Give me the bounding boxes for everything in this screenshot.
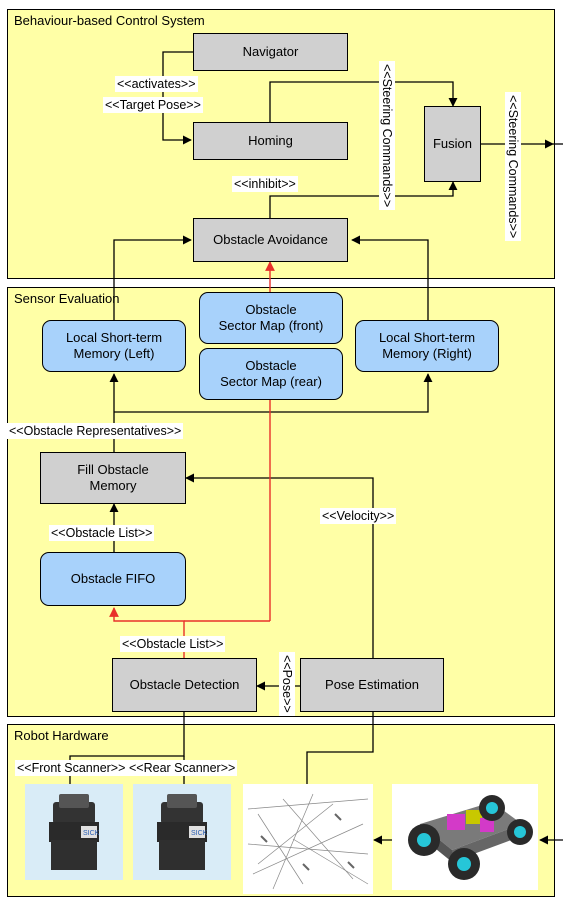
rear-scanner-image: SICK <box>133 784 231 880</box>
label-steering-commands-1: <<Steering Commands>> <box>379 61 395 211</box>
front-scanner-brand: SICK <box>83 830 100 837</box>
label-pose: <<Pose>> <box>279 652 295 716</box>
homing-box: Homing <box>193 122 348 160</box>
laser-scanner-icon: SICK <box>157 794 208 870</box>
label-rear-scanner: <<Rear Scanner>> <box>127 760 238 776</box>
rear-scanner-brand: SICK <box>191 830 208 837</box>
edge-avoidance-fusion <box>269 181 458 218</box>
robot-vehicle-icon <box>408 795 533 880</box>
label-velocity: <<Velocity>> <box>320 508 397 524</box>
label-front-scanner: <<Front Scanner>> <box>15 760 128 776</box>
odometry-sketch-image <box>243 784 373 894</box>
label-inhibit: <<inhibit>> <box>232 176 298 192</box>
obstacle-avoidance-box: Obstacle Avoidance <box>193 218 348 262</box>
laser-scanner-icon: SICK <box>49 794 100 870</box>
label-activates: <<activates>> <box>115 76 198 92</box>
front-scanner-image: SICK <box>25 784 123 880</box>
edge-navigator-homing <box>162 51 193 145</box>
sensor-panel-title: Sensor Evaluation <box>14 291 120 306</box>
sector-front-box: Obstacle Sector Map (front) <box>199 292 343 344</box>
edge-odometry-pose <box>306 712 374 784</box>
lstm-left-box: Local Short-term Memory (Left) <box>42 320 186 372</box>
trajectory-sketch-icon <box>247 793 369 890</box>
edge-lstm-left-avoidance <box>113 235 192 320</box>
fill-memory-box: Fill Obstacle Memory <box>40 452 186 504</box>
label-obstacle-representatives: <<Obstacle Representatives>> <box>7 423 184 439</box>
pose-estimation-box: Pose Estimation <box>300 658 444 712</box>
behaviour-panel-title: Behaviour-based Control System <box>14 13 205 28</box>
fifo-box: Obstacle FIFO <box>40 552 186 606</box>
edge-homing-fusion <box>269 81 458 122</box>
obstacle-detection-box: Obstacle Detection <box>112 658 257 712</box>
sector-rear-box: Obstacle Sector Map (rear) <box>199 348 343 400</box>
robot-vehicle-image <box>392 784 538 890</box>
edge-lstm-right-avoidance <box>351 235 429 320</box>
fusion-box: Fusion <box>424 106 481 182</box>
hardware-panel-title: Robot Hardware <box>14 728 109 743</box>
navigator-box: Navigator <box>193 33 348 71</box>
label-obstacle-list-2: <<Obstacle List>> <box>120 636 226 652</box>
label-steering-commands-2: <<Steering Commands>> <box>505 92 521 242</box>
lstm-right-box: Local Short-term Memory (Right) <box>355 320 499 372</box>
edge-pose-fill-memory <box>185 473 374 658</box>
label-obstacle-list-1: <<Obstacle List>> <box>49 525 155 541</box>
label-target-pose: <<Target Pose>> <box>103 97 203 113</box>
